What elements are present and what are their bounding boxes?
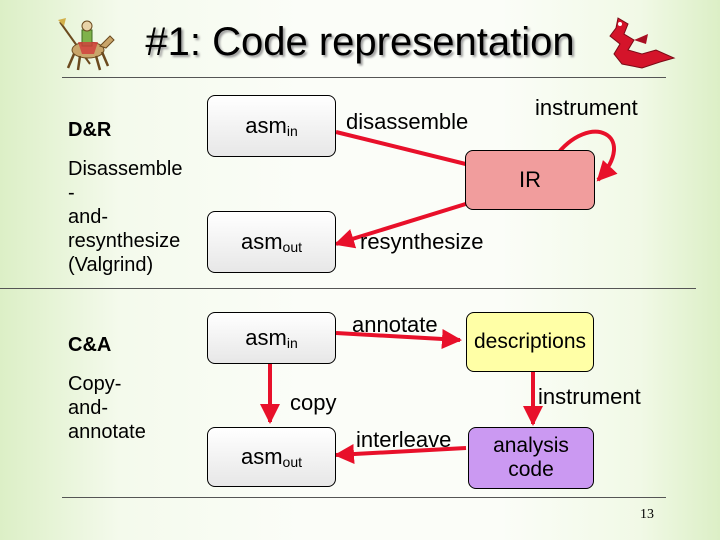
- descriptions-box: descriptions: [466, 312, 594, 372]
- dr-asm-in-box: asmin: [207, 95, 336, 157]
- page-number: 13: [640, 507, 654, 522]
- dr-desc-line: -: [68, 182, 75, 204]
- dr-desc-line: resynthesize: [68, 230, 181, 252]
- page-title: #1: Code representation: [145, 20, 575, 64]
- dr-desc-line: Disassemble: [68, 158, 183, 180]
- section-divider: [0, 288, 696, 289]
- analysis-code-box: analysis code: [468, 427, 594, 489]
- interleave-label: interleave: [356, 427, 452, 452]
- analysis-code-line: code: [508, 458, 554, 481]
- arrow-annotate: [335, 329, 462, 349]
- dr-desc-line: (Valgrind): [68, 254, 154, 276]
- footer-divider: [62, 497, 666, 498]
- dr-asm-out-box: asmout: [207, 211, 336, 273]
- knight-on-horse-icon: [50, 14, 120, 74]
- ca-label: C&A: [68, 334, 112, 356]
- ca-instrument-label: instrument: [538, 384, 641, 409]
- ca-asm-out-box: asmout: [207, 427, 336, 487]
- dr-asm-out-text: asmout: [240, 229, 303, 255]
- ca-description: Copy- and- annotate: [68, 372, 146, 444]
- red-dragon-icon: [598, 14, 680, 74]
- ca-asm-in-box: asmin: [207, 312, 336, 364]
- dr-instrument-label: instrument: [535, 95, 638, 120]
- arrow-interleave: [334, 444, 467, 465]
- dr-desc-line: and-: [68, 206, 109, 228]
- copy-label: copy: [290, 390, 337, 415]
- ca-desc-line: and-: [68, 397, 109, 419]
- ca-asm-in-text: asmin: [245, 325, 298, 351]
- ca-asm-out-text: asmout: [240, 444, 303, 470]
- disassemble-label: disassemble: [346, 109, 469, 134]
- arrow-instrument-loop: [553, 129, 618, 182]
- dr-label: D&R: [68, 119, 112, 141]
- resynthesize-label: resynthesize: [360, 229, 484, 254]
- annotate-label: annotate: [352, 312, 438, 337]
- ca-desc-line: Copy-: [68, 373, 122, 395]
- dr-description: Disassemble - and- resynthesize (Valgrin…: [68, 157, 182, 277]
- title-divider: [62, 77, 666, 78]
- ir-box: IR: [465, 150, 595, 210]
- dr-asm-in-text: asmin: [245, 113, 298, 139]
- analysis-code-line: analysis: [493, 434, 569, 457]
- ca-desc-line: annotate: [68, 421, 146, 443]
